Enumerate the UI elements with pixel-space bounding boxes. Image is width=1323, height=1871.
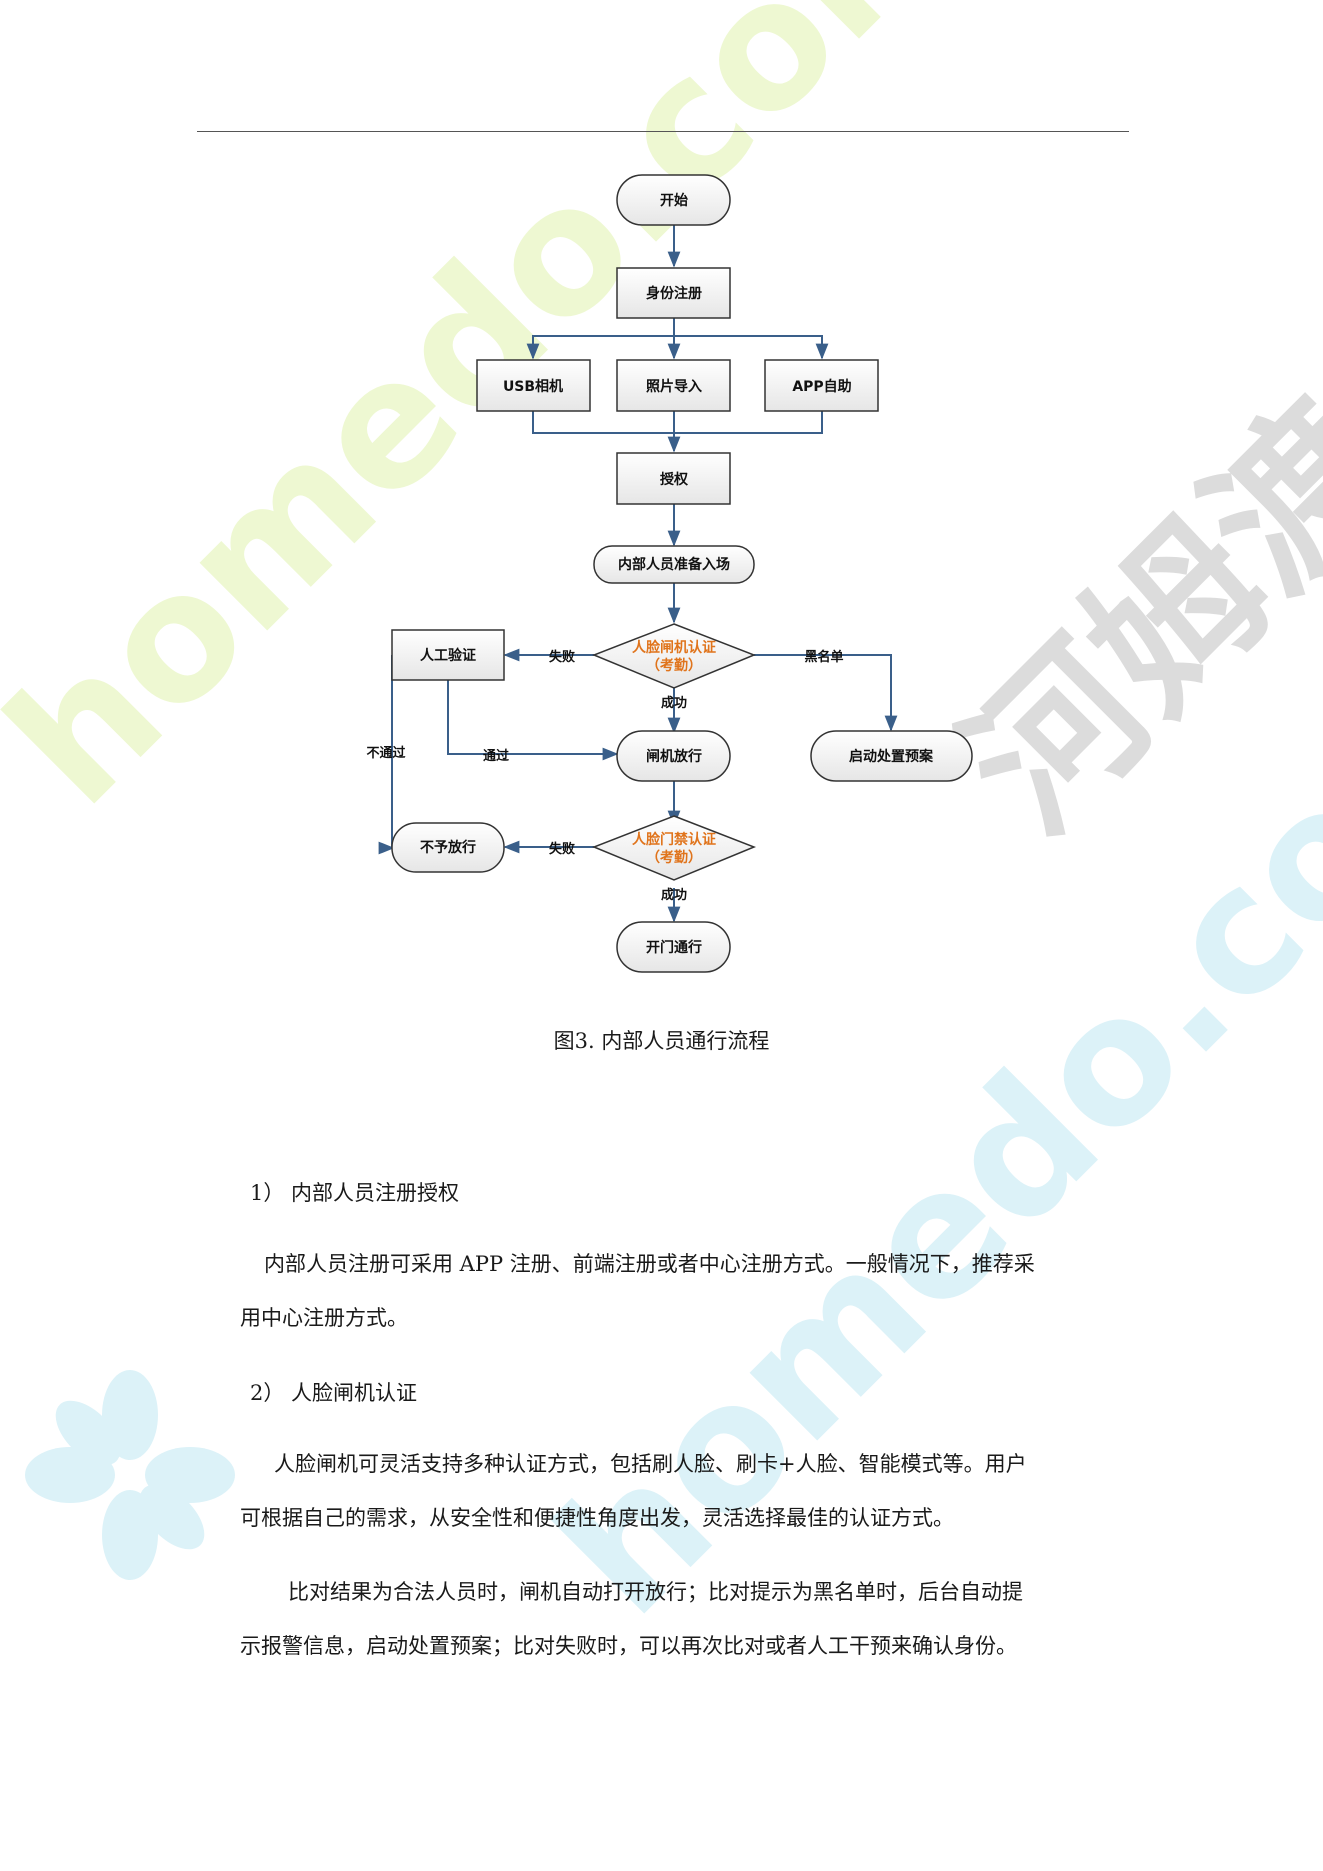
edge-label-success-2: 成功	[661, 887, 687, 903]
node-gate-release-label: 闸机放行	[646, 748, 702, 765]
section-1-paragraph-line-1: 内部人员注册可采用 APP 注册、前端注册或者中心注册方式。一般情况下，推荐采	[264, 1252, 1035, 1276]
section-1-paragraph: 内部人员注册可采用 APP 注册、前端注册或者中心注册方式。一般情况下，推荐采 …	[240, 1237, 1125, 1345]
flowchart: 开始 身份注册 USB相机 照片导入 APP自助 授权 内部人员准备入场 人脸闸…	[366, 174, 973, 973]
node-open-door: 开门通行	[616, 921, 731, 973]
section-2-paragraph-2: 比对结果为合法人员时，闸机自动打开放行；比对提示为黑名单时，后台自动提 示报警信…	[240, 1565, 1125, 1673]
edge-label-pass: 通过	[483, 748, 509, 764]
edge-label-not-pass: 不通过	[366, 745, 405, 761]
node-usb-camera-label: USB相机	[503, 378, 563, 395]
edge-label-fail-1: 失败	[549, 649, 575, 665]
node-door-auth-label-2: （考勤）	[646, 849, 702, 866]
node-staff-prepare: 内部人员准备入场	[593, 545, 755, 584]
header-rule	[197, 131, 1129, 132]
section-1-paragraph-line-2: 用中心注册方式。	[240, 1306, 408, 1330]
section-2-paragraph-1: 人脸闸机可灵活支持多种认证方式，包括刷人脸、刷卡+人脸、智能模式等。用户 可根据…	[240, 1437, 1125, 1545]
node-start-plan: 启动处置预案	[810, 730, 973, 782]
edge-label-blacklist: 黑名单	[804, 649, 843, 665]
figure-caption: 图3. 内部人员通行流程	[553, 1029, 770, 1053]
node-door-auth-label-1: 人脸门禁认证	[632, 831, 716, 848]
section-2-paragraph-2-line-2: 示报警信息，启动处置预案；比对失败时，可以再次比对或者人工干预来确认身份。	[240, 1634, 1017, 1658]
node-gate-auth: 人脸闸机认证 （考勤）	[591, 623, 757, 689]
node-identity-register: 身份注册	[616, 267, 731, 319]
node-start-label: 开始	[660, 192, 688, 209]
node-start-plan-label: 启动处置预案	[849, 748, 934, 765]
edge-label-fail-2: 失败	[549, 841, 575, 857]
not-pass-connector	[378, 680, 395, 855]
node-photo-import-label: 照片导入	[646, 378, 702, 395]
section-2-paragraph-1-line-1: 人脸闸机可灵活支持多种认证方式，包括刷人脸、刷卡+人脸、智能模式等。用户	[274, 1452, 1027, 1476]
section-2-paragraph-1-line-2: 可根据自己的需求，从安全性和便捷性角度出发，灵活选择最佳的认证方式。	[240, 1506, 954, 1530]
node-authorize-label: 授权	[660, 471, 689, 488]
node-manual-verify-label: 人工验证	[420, 647, 476, 664]
node-identity-register-label: 身份注册	[646, 285, 702, 302]
node-usb-camera: USB相机	[476, 359, 591, 412]
section-2-paragraph-2-line-1: 比对结果为合法人员时，闸机自动打开放行；比对提示为黑名单时，后台自动提	[288, 1580, 1023, 1604]
node-deny: 不予放行	[391, 822, 505, 873]
node-deny-label: 不予放行	[420, 839, 476, 856]
node-photo-import: 照片导入	[616, 359, 731, 412]
watermark-flower-icon	[25, 1370, 235, 1580]
node-gate-auth-label-1: 人脸闸机认证	[632, 639, 716, 656]
edge-label-success-1: 成功	[661, 695, 687, 711]
node-manual-verify: 人工验证	[391, 629, 505, 681]
node-app-self: APP自助	[764, 359, 879, 412]
node-open-door-label: 开门通行	[646, 939, 702, 956]
node-app-self-label: APP自助	[792, 378, 851, 395]
node-gate-auth-label-2: （考勤）	[646, 657, 702, 674]
node-start: 开始	[616, 174, 731, 226]
node-staff-prepare-label: 内部人员准备入场	[618, 556, 730, 573]
section-2-heading: 2） 人脸闸机认证	[250, 1381, 418, 1405]
node-gate-release: 闸机放行	[616, 730, 731, 782]
node-door-auth: 人脸门禁认证 （考勤）	[591, 815, 757, 881]
section-1-heading: 1） 内部人员注册授权	[250, 1181, 460, 1205]
node-authorize: 授权	[616, 452, 731, 505]
